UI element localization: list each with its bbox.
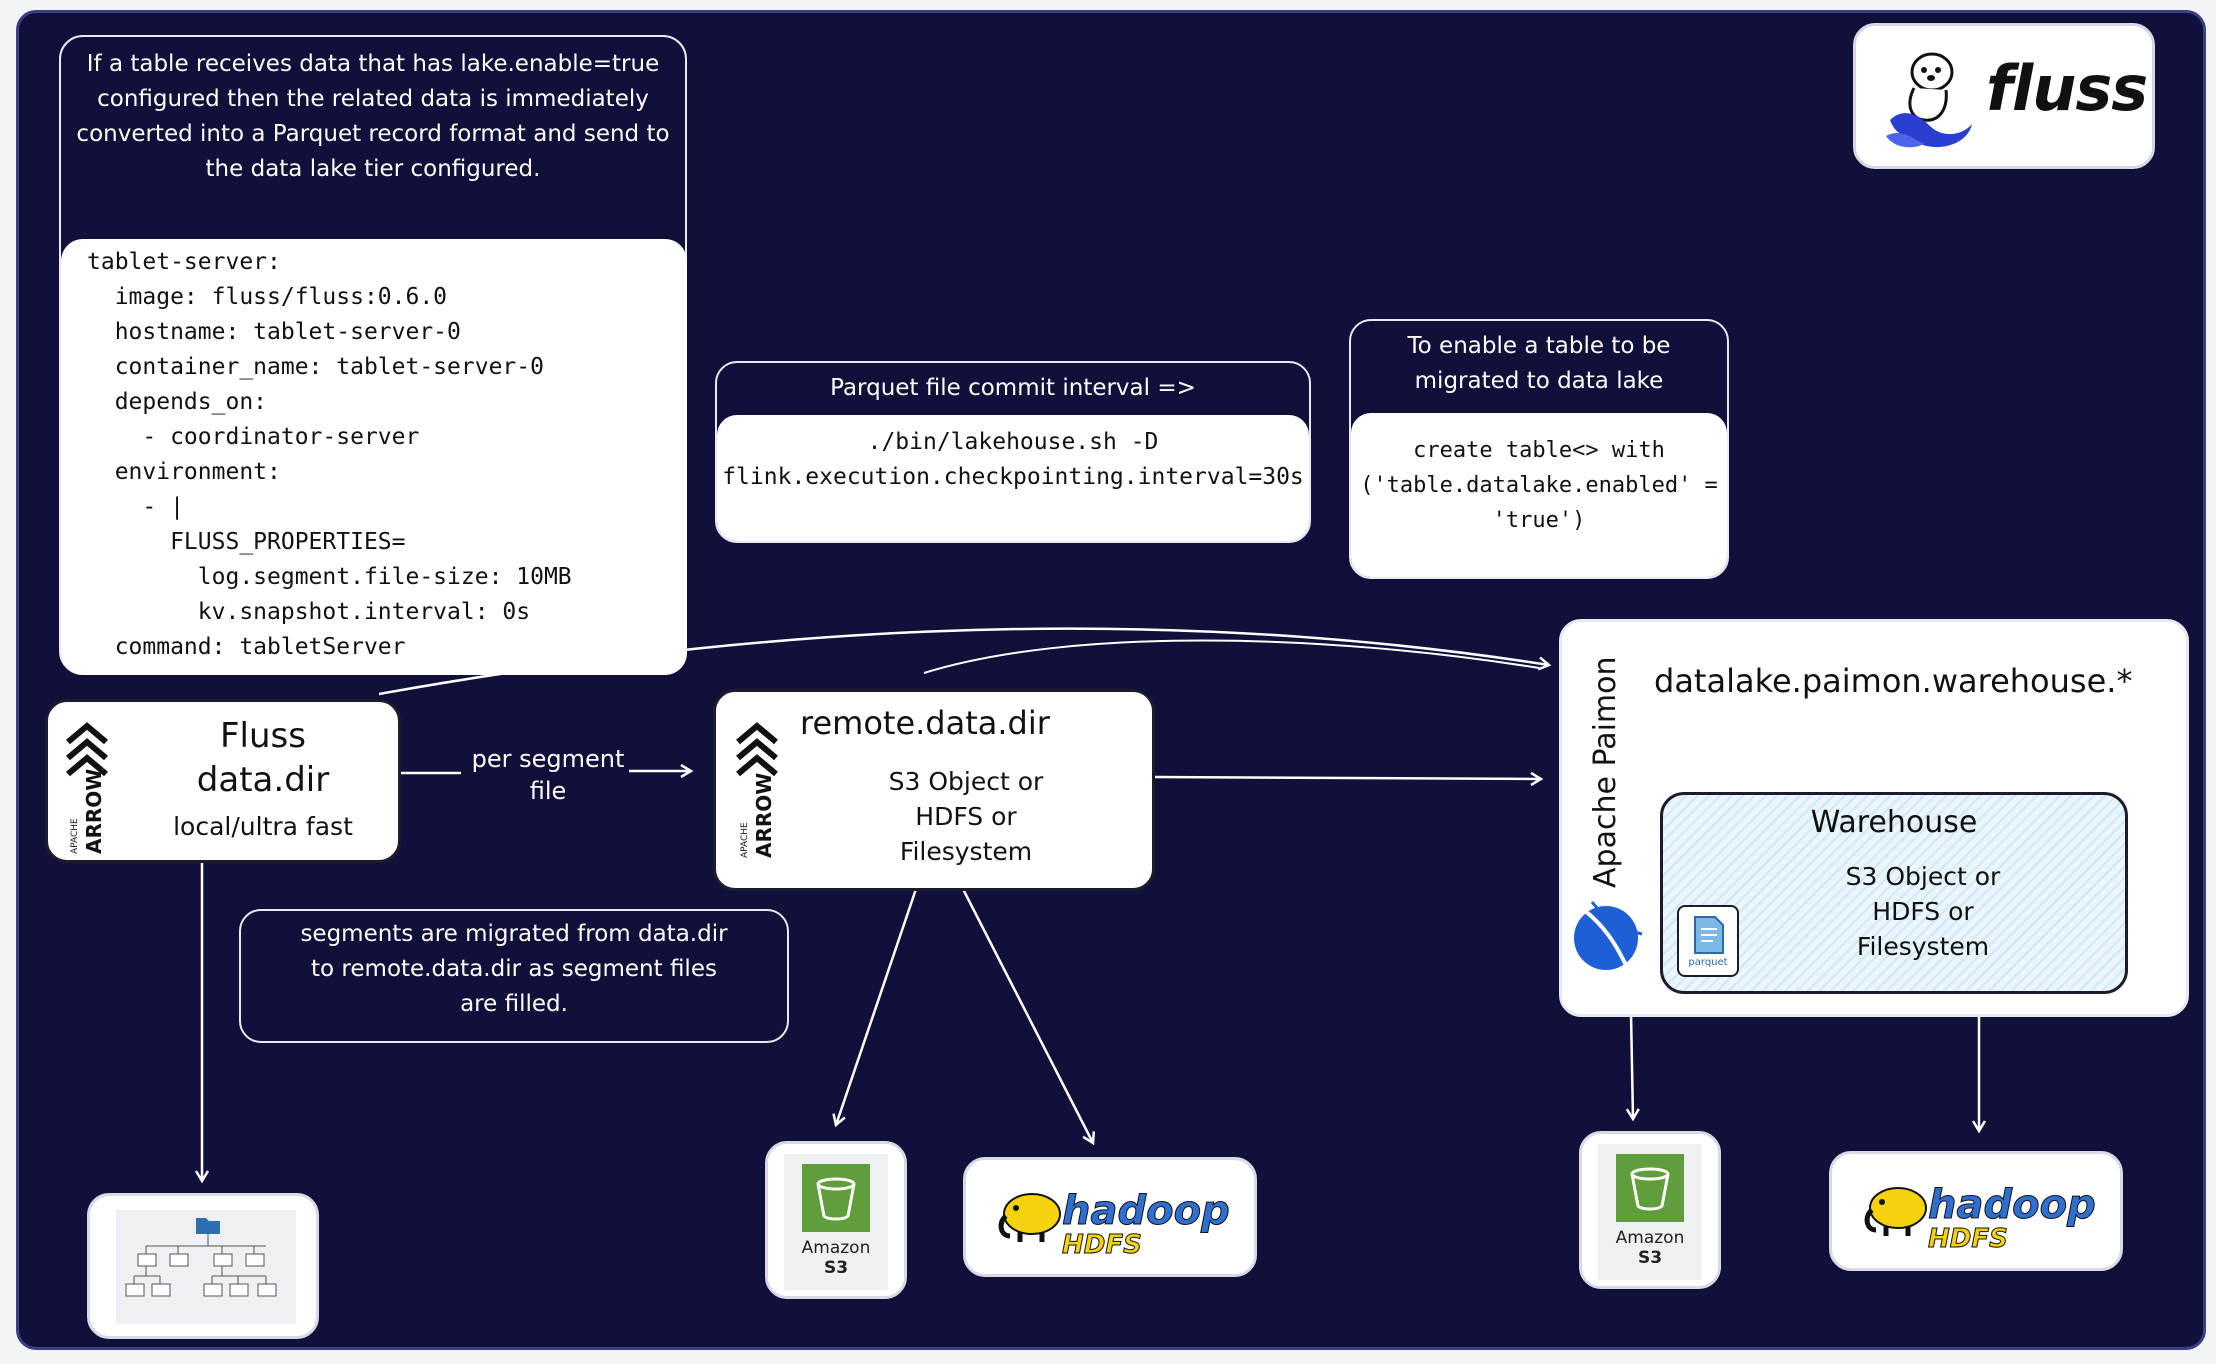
amazon-s3-icon: Amazon S3 xyxy=(784,1154,888,1290)
warehouse-line2: HDFS or xyxy=(1872,897,1974,926)
remote-node-title: remote.data.dir xyxy=(800,704,1050,742)
local-filesystem-tile xyxy=(87,1193,319,1339)
config-note-card: If a table receives data that has lake.e… xyxy=(59,35,687,675)
amazon-s3-icon: Amazon S3 xyxy=(1598,1144,1702,1280)
segments-note-line1: segments are migrated from data.dir xyxy=(300,921,728,947)
apache-arrow-logo-icon: APACHE ARROW xyxy=(730,722,790,862)
parquet-commit-title: Parquet file commit interval => xyxy=(830,375,1196,401)
segments-note-line2: to remote.data.dir as segment files xyxy=(311,956,717,982)
remote-node-line1: S3 Object or xyxy=(888,767,1044,796)
fluss-node-title-line2: data.dir xyxy=(196,760,330,800)
diagram-canvas: fluss If a table receives data that has … xyxy=(16,10,2206,1350)
warehouse-line1: S3 Object or xyxy=(1845,862,2001,891)
paimon-vertical-label: Apache Paimon xyxy=(1588,656,1623,888)
hadoop-sub: HDFS xyxy=(1928,1224,2009,1255)
hadoop-tile-remote: hadoop HDFS xyxy=(963,1157,1257,1277)
warehouse-box: Warehouse S3 Object or HDFS or Filesyste… xyxy=(1660,792,2128,994)
parquet-command-line2: flink.execution.checkpointing.interval=3… xyxy=(722,464,1304,490)
hadoop-sub: HDFS xyxy=(1062,1230,1143,1261)
enable-lake-sql-box: create table<> with ('table.datalake.ena… xyxy=(1351,413,1727,577)
note-lake-enable: If a table receives data that has lake.e… xyxy=(76,51,670,182)
fluss-node-title-line1: Fluss xyxy=(220,716,306,756)
warehouse-line3: Filesystem xyxy=(1856,932,1990,961)
remote-node-line2: HDFS or xyxy=(915,802,1017,831)
sql-line1: create table<> with xyxy=(1413,438,1665,463)
sql-line2: ('table.datalake.enabled' = xyxy=(1360,473,1718,498)
hadoop-elephant-icon xyxy=(1864,1187,1927,1236)
apache-paimon-logo-icon xyxy=(1574,901,1643,975)
s3-label-line2: S3 xyxy=(823,1258,849,1278)
arrow-remote-to-paimon xyxy=(1153,777,1541,779)
arrow-paimon-to-s3 xyxy=(1631,1012,1633,1119)
arrow-remote-to-s3 xyxy=(836,888,918,1125)
s3-label-line2: S3 xyxy=(1637,1248,1663,1268)
parquet-command-box: ./bin/lakehouse.sh -D flink.execution.ch… xyxy=(717,415,1309,541)
enable-lake-title-line1: To enable a table to be xyxy=(1407,333,1671,359)
edge-label-line2: file xyxy=(529,777,567,805)
segments-note-card: segments are migrated from data.dir to r… xyxy=(239,909,789,1043)
hadoop-word: hadoop xyxy=(1062,1188,1231,1235)
hadoop-tile-paimon: hadoop HDFS xyxy=(1829,1151,2123,1271)
parquet-command-line1: ./bin/lakehouse.sh -D xyxy=(867,429,1159,455)
arrow-remote-top-curve xyxy=(923,639,1540,674)
hadoop-elephant-icon xyxy=(998,1193,1061,1242)
fluss-data-dir-node: APACHE ARROW Fluss data.dir local/ultra … xyxy=(45,699,401,863)
remote-node-line3: Filesystem xyxy=(899,837,1033,866)
s3-tile-remote: Amazon S3 xyxy=(765,1141,907,1299)
hadoop-word: hadoop xyxy=(1928,1182,2097,1229)
folder-tree-icon xyxy=(116,1210,296,1324)
s3-label-line1: Amazon xyxy=(801,1238,871,1258)
apache-arrow-logo-icon: APACHE ARROW xyxy=(60,722,120,854)
config-yaml: tablet-server: image: fluss/fluss:0.6.0 … xyxy=(87,249,572,660)
otter-logo-icon xyxy=(1886,52,1972,148)
paimon-node-title: datalake.paimon.warehouse.* xyxy=(1654,662,2133,700)
fluss-node-subtitle: local/ultra fast xyxy=(173,812,353,841)
brand-name: fluss xyxy=(1986,52,2148,125)
segments-note-line3: are filled. xyxy=(460,991,568,1017)
edge-label-line1: per segment xyxy=(471,745,625,773)
s3-tile-paimon: Amazon S3 xyxy=(1579,1131,1721,1289)
fluss-brand-card: fluss xyxy=(1853,23,2155,169)
paimon-warehouse-node: Apache Paimon datalake.paimon.warehouse.… xyxy=(1559,619,2189,1017)
parquet-commit-card: Parquet file commit interval => ./bin/la… xyxy=(715,361,1311,543)
config-yaml-box: tablet-server: image: fluss/fluss:0.6.0 … xyxy=(61,239,687,675)
sql-line3: 'true') xyxy=(1492,508,1586,533)
warehouse-title: Warehouse xyxy=(1810,805,1978,840)
arrow-remote-to-hadoop xyxy=(961,888,1093,1143)
parquet-icon: parquet xyxy=(1677,905,1739,977)
enable-lake-title-line2: migrated to data lake xyxy=(1414,368,1664,394)
s3-label-line1: Amazon xyxy=(1615,1228,1685,1248)
edge-label-per-segment: per segment file xyxy=(463,743,633,807)
remote-data-dir-node: APACHE ARROW remote.data.dir S3 Object o… xyxy=(713,689,1155,891)
enable-lake-card: To enable a table to be migrated to data… xyxy=(1349,319,1729,579)
